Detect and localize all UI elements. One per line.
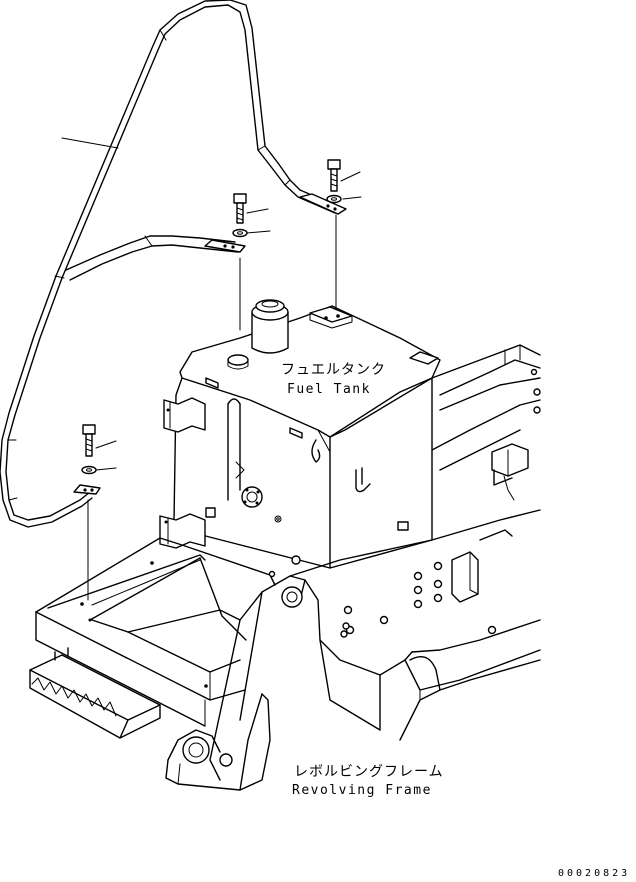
- bolt-washer-set-middle: [232, 193, 271, 331]
- bolt-washer-set-right: [326, 159, 362, 313]
- revolving-frame: [29, 344, 541, 791]
- fuel-tank-label-ja: フュエルタンク: [281, 362, 386, 378]
- fuel-tank: [159, 299, 441, 569]
- revolving-frame-label-en: Revolving Frame: [292, 783, 432, 798]
- drawing-code: 00020823: [558, 868, 631, 879]
- bolt-washer-set-left: [81, 424, 117, 601]
- handrail: [0, 0, 347, 528]
- revolving-frame-label-ja: レボルビングフレーム: [294, 764, 444, 780]
- fuel-tank-label-en: Fuel Tank: [287, 382, 371, 397]
